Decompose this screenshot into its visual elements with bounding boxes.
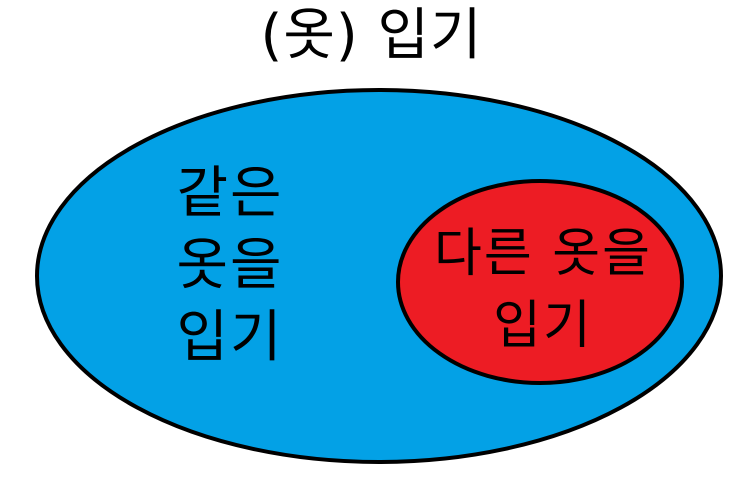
- outer-set-label-line-1: 같은: [176, 161, 284, 226]
- outer-set-label: 같은 옷을 입기: [150, 158, 310, 374]
- outer-set-label-line-2: 옷을: [176, 233, 284, 298]
- inner-set-ellipse: [396, 179, 684, 385]
- inner-set-label-line-2: 입기: [493, 296, 593, 356]
- inner-set-label: 다른 옷을 입기: [398, 218, 688, 362]
- inner-set-label-line-1: 다른 옷을: [434, 224, 652, 284]
- outer-set-label-line-3: 입기: [176, 305, 284, 370]
- diagram-title: (옷) 입기: [260, 3, 483, 68]
